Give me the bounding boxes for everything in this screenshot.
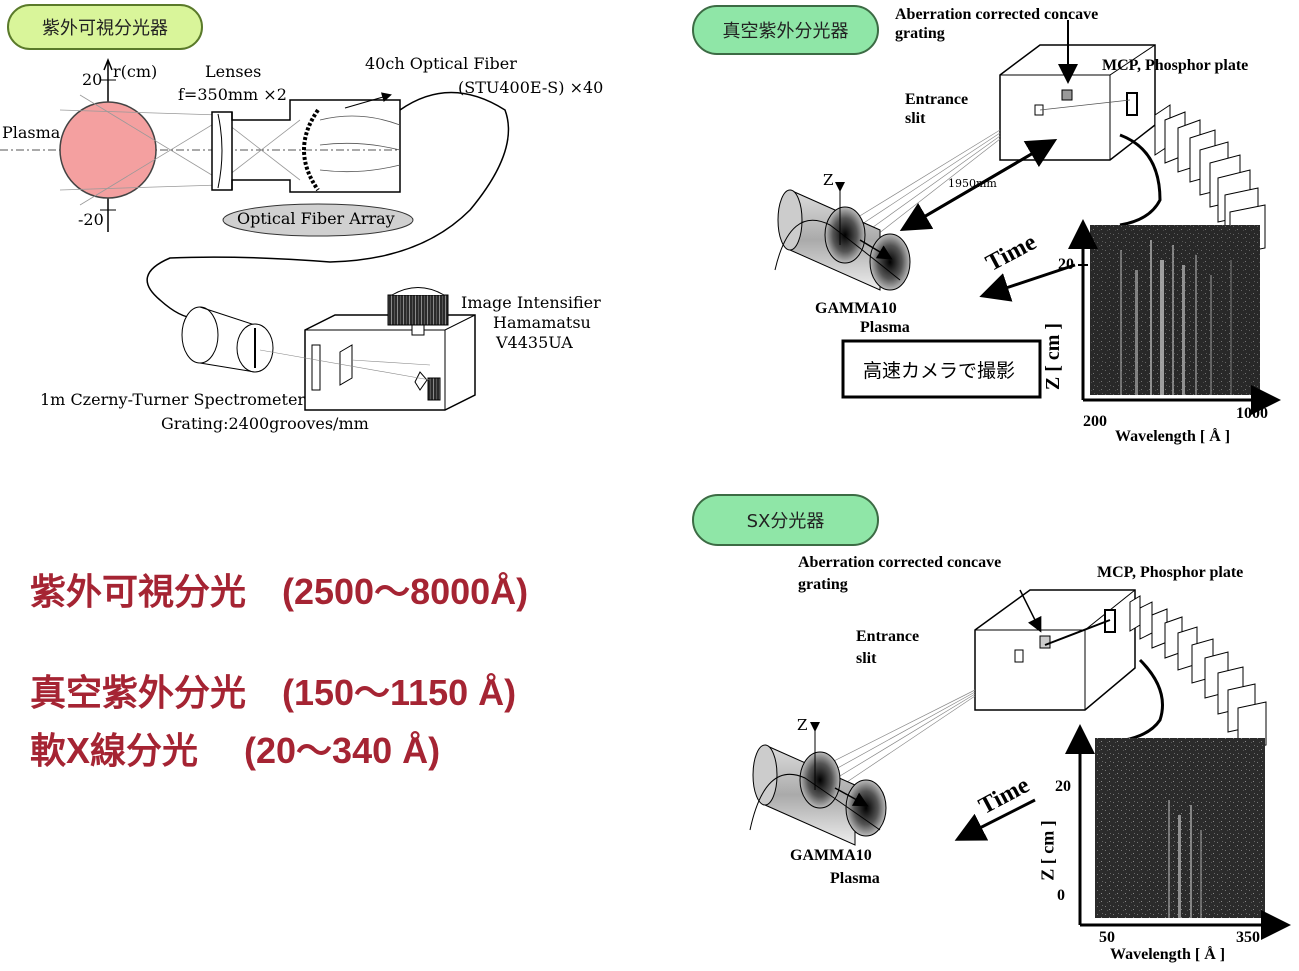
vuv-x-min: 200 xyxy=(1083,413,1107,430)
vuv-distance-label: 1950mm xyxy=(948,177,997,190)
sx-grating-label-2: grating xyxy=(798,576,848,593)
vuv-y-tick: 20 xyxy=(1058,256,1074,273)
camera-label: 高速カメラで撮影 xyxy=(863,360,1016,382)
fiber-spec-label: (STU400E-S) ×40 xyxy=(458,78,604,97)
sx-y-label: Z [ cm ] xyxy=(1037,820,1058,881)
sx-spectrum-image xyxy=(1095,738,1265,918)
intensifier-label-3: V4435UA xyxy=(496,333,573,352)
sx-title-pill: SX分光器 xyxy=(692,494,879,546)
lens-spec-label: f=350mm ×2 xyxy=(178,85,287,104)
range-uv-visible: 紫外可視分光 (2500～8000Å) xyxy=(30,571,529,612)
uv-visible-diagram xyxy=(0,57,510,411)
sx-grating-label-1: Aberration corrected concave xyxy=(798,554,1002,571)
vuv-title-pill: 真空紫外分光器 xyxy=(692,5,879,55)
vuv-grating-label-1: Aberration corrected concave xyxy=(895,6,1099,23)
vuv-mcp-label: MCP, Phosphor plate xyxy=(1102,57,1249,74)
range-sx: 軟X線分光 (20～340 Å) xyxy=(30,730,441,771)
vuv-x-max: 1000 xyxy=(1236,405,1268,422)
vuv-title: 真空紫外分光器 xyxy=(722,21,849,42)
intensifier-label-1: Image Intensifier xyxy=(461,293,601,312)
sx-z-label: Z xyxy=(797,716,808,734)
vuv-slit-label-2: slit xyxy=(905,110,926,127)
vuv-grating-label-2: grating xyxy=(895,25,945,42)
vuv-z-label: Z xyxy=(823,171,834,189)
uv-visible-title-pill: 紫外可視分光器 xyxy=(7,4,203,50)
sx-y-tick-top: 20 xyxy=(1055,778,1071,795)
grating-label: Grating:2400grooves/mm xyxy=(161,414,369,433)
vuv-diagram xyxy=(774,20,1281,415)
plasma-label: Plasma xyxy=(2,123,61,142)
plasma-circle xyxy=(59,101,157,199)
tick-top: 20 xyxy=(82,70,103,89)
uv-visible-title: 紫外可視分光器 xyxy=(42,18,168,39)
vuv-spectrum-image xyxy=(1090,225,1260,395)
sx-y-tick-bottom: 0 xyxy=(1057,887,1065,904)
fiber-label: 40ch Optical Fiber xyxy=(365,54,517,73)
vuv-y-label: Z [ cm ] xyxy=(1042,322,1065,391)
sx-title: SX分光器 xyxy=(746,511,825,532)
vuv-slit-label-1: Entrance xyxy=(905,91,969,108)
vuv-gamma-label-1: GAMMA10 xyxy=(815,300,897,317)
range-vuv: 真空紫外分光 (150～1150 Å) xyxy=(30,672,517,713)
fiber-array-label: Optical Fiber Array xyxy=(237,209,395,228)
sx-mcp-label: MCP, Phosphor plate xyxy=(1097,564,1244,581)
sx-x-label: Wavelength [ Å ] xyxy=(1110,946,1226,963)
sx-x-min: 50 xyxy=(1099,929,1115,946)
camera-box xyxy=(841,339,1042,399)
spectrometer-label: 1m Czerny-Turner Spectrometer xyxy=(40,390,306,409)
lenses-label: Lenses xyxy=(205,62,262,81)
intensifier-label-2: Hamamatsu xyxy=(493,313,591,332)
sx-gamma-label-1: GAMMA10 xyxy=(790,847,872,864)
sx-slit-label-2: slit xyxy=(856,650,877,667)
tick-bottom: -20 xyxy=(78,210,104,229)
vuv-x-label: Wavelength [ Å ] xyxy=(1115,428,1231,445)
r-axis-label: r(cm) xyxy=(113,62,158,81)
sx-gamma-label-2: Plasma xyxy=(830,870,880,887)
sx-x-max: 350 xyxy=(1236,929,1260,946)
sx-slit-label-1: Entrance xyxy=(856,628,920,645)
vuv-gamma-label-2: Plasma xyxy=(860,319,910,336)
sx-diagram xyxy=(749,589,1291,940)
